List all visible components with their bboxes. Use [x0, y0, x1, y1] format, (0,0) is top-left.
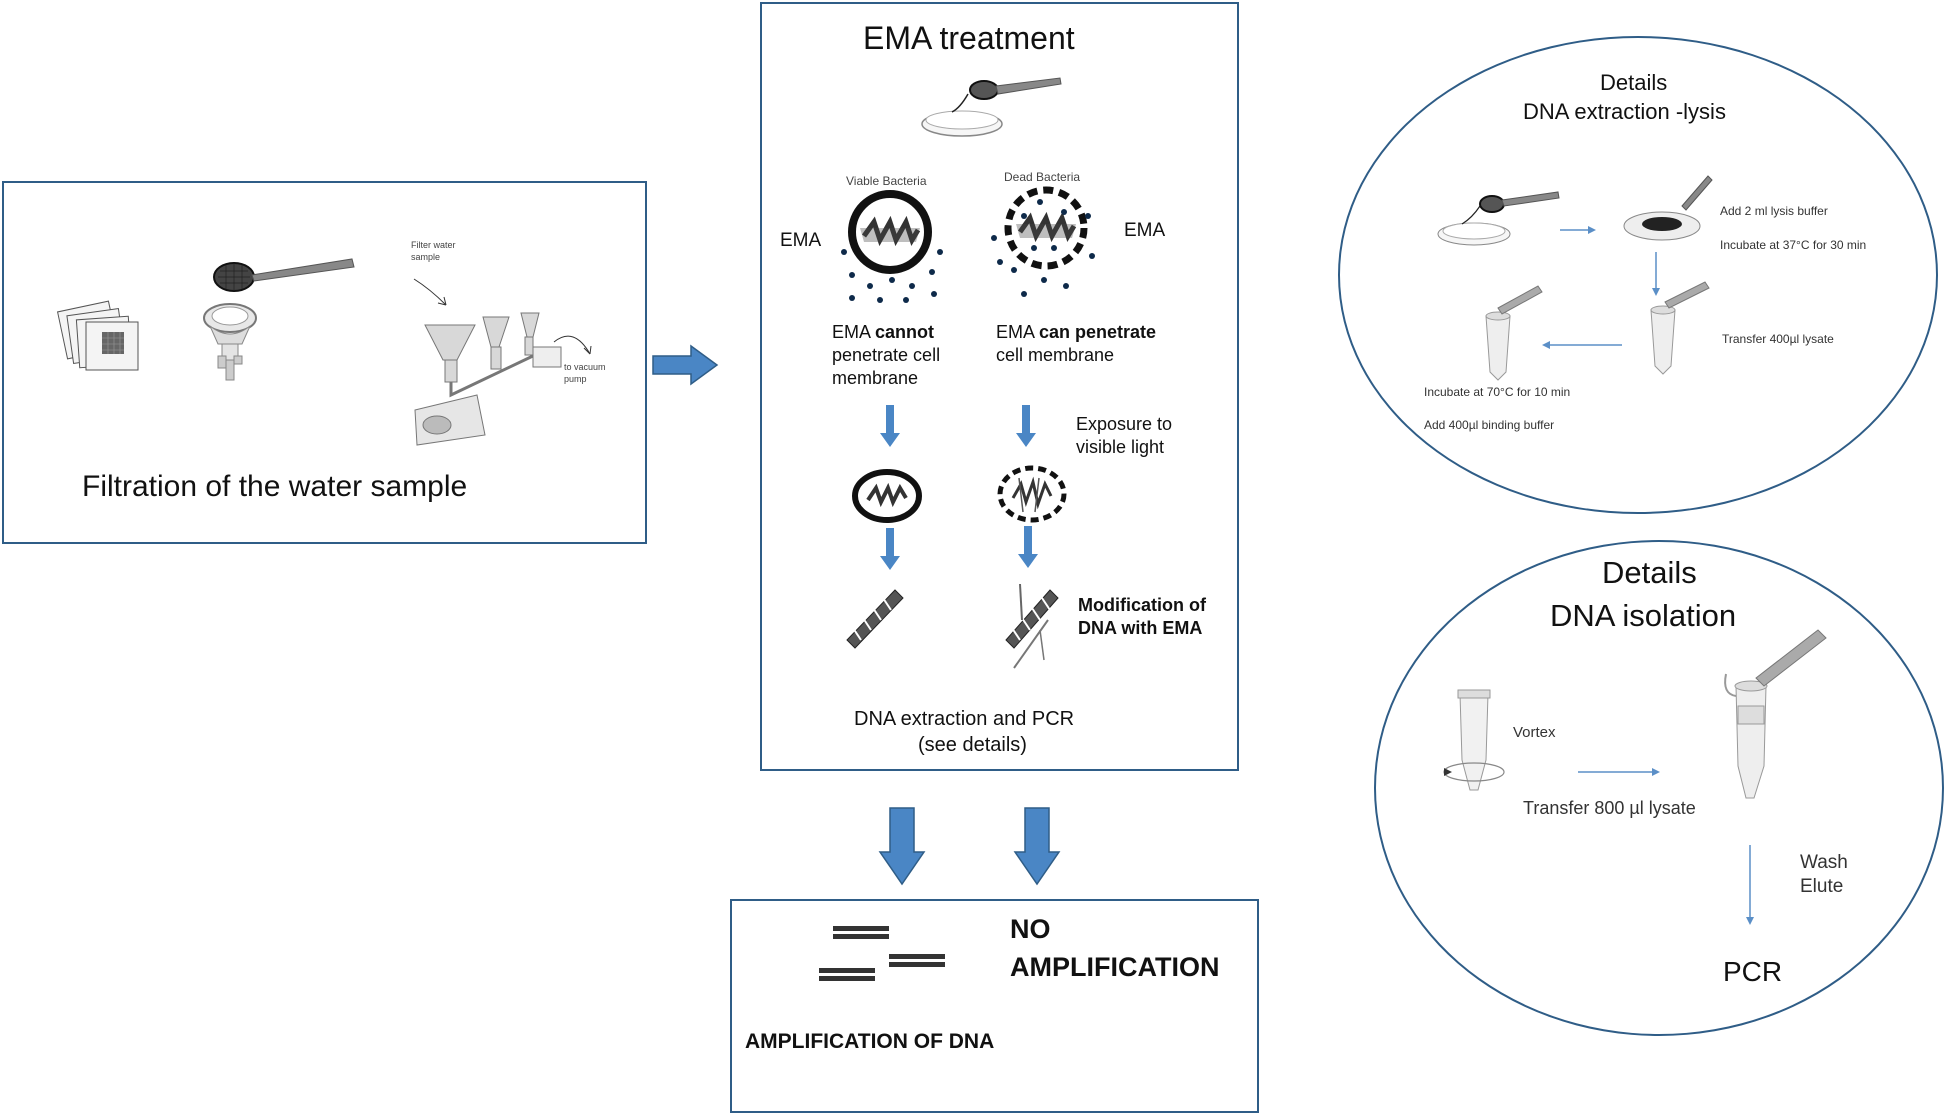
isolation-arrow-right [1578, 768, 1660, 776]
flow-arrow-right [652, 344, 719, 386]
exposure-line2: visible light [1076, 437, 1165, 457]
isolation-title-line1: Details [1602, 555, 1697, 590]
filter-tweezers-icon [213, 258, 355, 292]
result-panel [730, 899, 1259, 1113]
modification-line1: Modification of [1078, 595, 1206, 615]
isolation-title-line2: DNA isolation [1550, 598, 1737, 633]
cannot-text-line3: membrane [832, 368, 919, 388]
isolation-arrow-down [1746, 845, 1754, 925]
filter-water-label: Filter water [411, 240, 456, 250]
viable-cell-after-icon [852, 469, 922, 523]
petri-dish-tweezers-icon [921, 77, 1062, 137]
dead-down-arrow-1 [1016, 405, 1036, 447]
spin-column-icon [1724, 629, 1827, 799]
extraction-line1: DNA extraction and PCR [854, 708, 1075, 730]
can-text-line1: EMA can penetrate [996, 322, 1157, 342]
modification-line2: DNA with EMA [1078, 618, 1203, 638]
filtration-caption: Filtration of the water sample [82, 470, 468, 503]
lysis-petri-tweezers-icon [1437, 191, 1560, 246]
pcr-label: PCR [1723, 956, 1783, 987]
viable-bacteria-label: Viable Bacteria [846, 174, 927, 188]
lysis-tube-right-icon [1650, 281, 1710, 375]
lysis-step4: Incubate at 70°C for 10 min [1424, 385, 1571, 399]
elute-label: Elute [1800, 876, 1844, 897]
lysis-step5: Add 400µl binding buffer [1424, 418, 1555, 432]
ema-title: EMA treatment [863, 20, 1075, 56]
can-text-line2: cell membrane [996, 345, 1115, 365]
lysis-title-line2: DNA extraction -lysis [1523, 99, 1726, 124]
cannot-text-line2: penetrate cell [832, 345, 941, 365]
viable-down-arrow-1 [880, 405, 900, 447]
lysis-step1: Add 2 ml lysis buffer [1720, 204, 1828, 218]
transfer-label: Transfer 800 µl lysate [1523, 798, 1696, 818]
dead-cell-after-icon [997, 465, 1067, 523]
filter-holder-icon [203, 303, 257, 381]
amplification-label: AMPLIFICATION OF DNA [745, 1030, 995, 1053]
extraction-line2: (see details) [918, 734, 1027, 756]
lysis-title-line1: Details [1600, 70, 1668, 95]
no-amplification-line2: AMPLIFICATION [1010, 952, 1220, 982]
lysis-tube-left-icon [1485, 285, 1543, 381]
wash-label: Wash [1800, 852, 1848, 873]
vacuum-pump-label-2: pump [564, 374, 587, 384]
filter-water-label-2: sample [411, 252, 441, 262]
viable-down-arrow-2 [880, 528, 900, 570]
vortex-tube-icon [1443, 689, 1505, 791]
dead-bacteria-label: Dead Bacteria [1004, 170, 1081, 184]
vortex-label: Vortex [1513, 724, 1556, 741]
vacuum-pump-label: to vacuum [564, 362, 606, 372]
result-down-arrow-right [1013, 807, 1061, 886]
lysis-dish-lysis-buffer-icon [1623, 175, 1713, 241]
lysis-step2: Incubate at 37°C for 30 min [1720, 238, 1867, 252]
pump-arrow-icon [553, 335, 592, 355]
ema-right-label: EMA [1124, 220, 1166, 241]
exposure-line1: Exposure to [1076, 414, 1173, 434]
flow-hint-arrow-icon [413, 278, 447, 306]
cannot-text-line1: EMA cannot [832, 322, 935, 342]
amplified-dna-bands-icon [819, 926, 945, 981]
result-down-arrow-left [878, 807, 926, 886]
lysis-details-ellipse [1338, 36, 1938, 514]
lysis-arrow-down [1652, 252, 1660, 296]
lysis-step3: Transfer 400µl lysate [1722, 332, 1834, 346]
vacuum-manifold-icon [414, 312, 562, 446]
lysis-arrow-left [1542, 341, 1622, 349]
intact-dna-icon [846, 589, 904, 649]
viable-bacterium-icon [841, 190, 943, 303]
dead-bacterium-icon [991, 186, 1095, 297]
ema-treatment-panel [760, 2, 1239, 771]
dead-down-arrow-2 [1018, 526, 1038, 568]
no-amplification-line1: NO [1010, 914, 1051, 944]
filter-paper-stack-icon [56, 300, 139, 371]
ema-left-label: EMA [780, 230, 822, 251]
modified-dna-icon [1005, 583, 1059, 669]
lysis-arrow-right-1 [1560, 226, 1596, 234]
